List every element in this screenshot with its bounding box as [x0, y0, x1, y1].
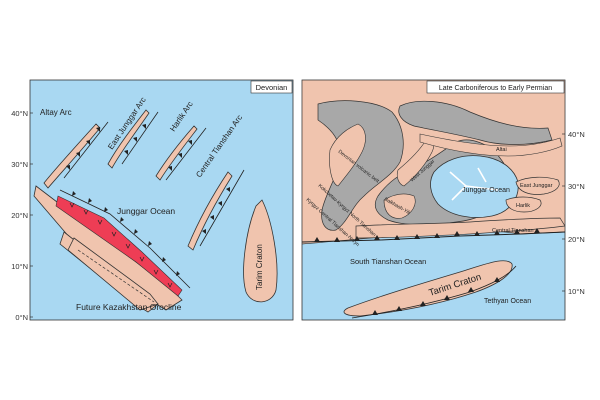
kazakhstan-dashed-axis	[77, 249, 155, 303]
label-central-tianshan: Central Tianshan	[492, 228, 534, 234]
left-tick-0n: 0°N	[15, 313, 28, 322]
east-junggar-subduction-line	[121, 111, 159, 165]
tarim-craton-right	[343, 260, 513, 317]
left-panel-devonian: Devonian 40°N 30°N 20°N 10°N 0°N Altay A…	[11, 79, 294, 322]
altay-subduction-line	[63, 121, 109, 179]
right-lat-axis	[562, 133, 565, 292]
label-harlik: Harlik	[516, 203, 530, 209]
label-altay-arc: Altay Arc	[40, 108, 72, 117]
right-panel-title: Late Carboniferous to Early Permian	[439, 85, 552, 92]
right-tick-10n: 10°N	[568, 287, 585, 296]
junggar-ocean-ridges	[449, 167, 499, 201]
label-future-kazakhstan-orocline: Future Kazakhstan Orocline	[76, 302, 182, 312]
right-panel-late-carboniferous: Late Carboniferous to Early Permian 40°N…	[301, 79, 585, 321]
central-tianshan-subduction-line	[199, 169, 245, 247]
devonian-belt-fragment	[329, 123, 366, 187]
left-title-box	[250, 80, 293, 94]
left-tick-10n: 10°N	[11, 262, 28, 271]
label-tethyan-ocean: Tethyan Ocean	[484, 298, 531, 305]
altay-subduction-teeth	[66, 127, 100, 170]
tarim-subduction-line	[351, 265, 517, 319]
left-lat-axis	[30, 112, 33, 318]
harlik-arc-body	[155, 125, 198, 181]
right-tick-20n: 20°N	[568, 235, 585, 244]
east-junggar-subduction-teeth	[124, 124, 146, 155]
kazakhstan-subduction-teeth	[72, 191, 180, 276]
central-tianshan-subduction-teeth	[202, 187, 230, 234]
altai-strip	[419, 133, 563, 157]
central-tianshan-arc-body	[187, 171, 233, 251]
tarim-subduction-teeth	[372, 277, 500, 315]
kazakhstan-subduction-line	[59, 189, 191, 289]
right-title-box	[426, 80, 565, 94]
south-subduction-teeth	[314, 228, 540, 242]
label-altai: Altai	[496, 147, 507, 153]
tarim-craton-left	[243, 199, 278, 303]
balkhash-fragment	[383, 193, 416, 219]
left-tick-30n: 30°N	[11, 160, 28, 169]
harlik-block	[505, 196, 542, 213]
east-junggar-arc-body	[107, 109, 150, 169]
label-junggar-ocean: Junggar Ocean	[117, 206, 175, 216]
label-east-junggar: East Junggar	[520, 183, 553, 189]
right-tick-30n: 30°N	[568, 182, 585, 191]
harlik-subduction-teeth	[168, 140, 192, 171]
left-tick-40n: 40°N	[11, 109, 28, 118]
left-panel-title: Devonian	[256, 83, 288, 92]
left-tick-20n: 20°N	[11, 211, 28, 220]
label-tarim-craton: Tarim Craton	[255, 244, 264, 290]
label-junggar-ocean-right: Junggar Ocean	[462, 187, 510, 194]
label-south-tianshan-ocean: South Tianshan Ocean	[350, 257, 426, 266]
kazakhstan-volcanic-arc	[55, 195, 183, 297]
volcanic-arc-v-symbols	[69, 202, 173, 288]
east-junggar-block	[515, 176, 560, 195]
right-tick-40n: 40°N	[568, 130, 585, 139]
central-tianshan-strip	[355, 217, 565, 239]
harlik-subduction-line	[165, 127, 207, 181]
gray-belt-north	[398, 100, 553, 145]
west-junggar-fragment	[396, 138, 434, 187]
